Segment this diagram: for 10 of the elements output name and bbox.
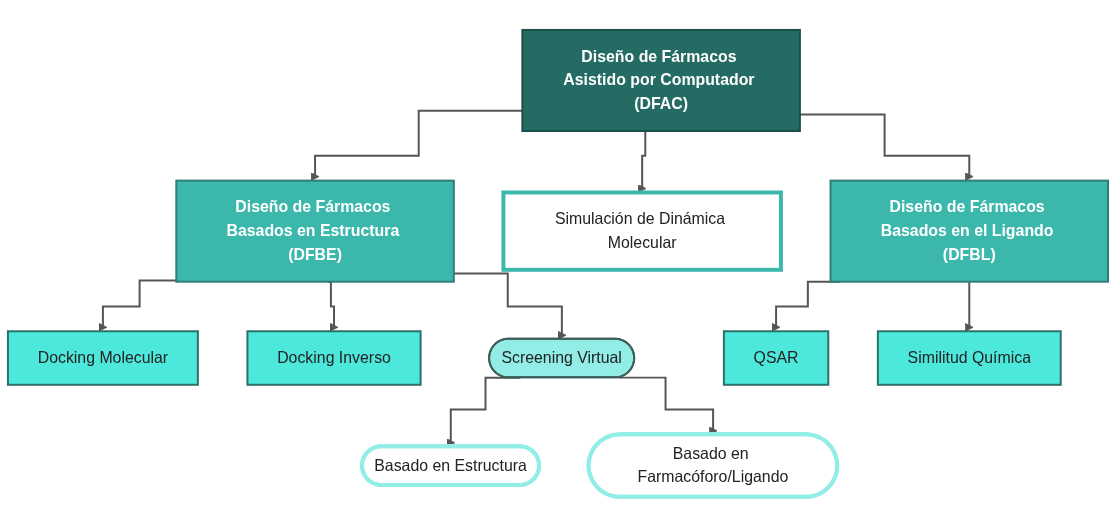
node-box: Diseño de Fármacos Asistido por Computador (DFAC): [521, 29, 801, 133]
arrow: [964, 280, 974, 332]
node-box: Diseño de Fármacos Basados en el Ligando (DFBL): [829, 179, 1110, 283]
node-box: Diseño de Fármacos Basados en Estructura (DFBE): [175, 179, 455, 283]
node-box: QSAR: [722, 330, 830, 386]
node-box: Docking Inverso: [246, 330, 422, 386]
node-box: Docking Molecular: [6, 330, 199, 386]
arrow: [98, 279, 178, 332]
node-box: Simulación de Dinámica Molecular: [501, 190, 783, 272]
node-box: Similitud Química: [876, 330, 1062, 386]
